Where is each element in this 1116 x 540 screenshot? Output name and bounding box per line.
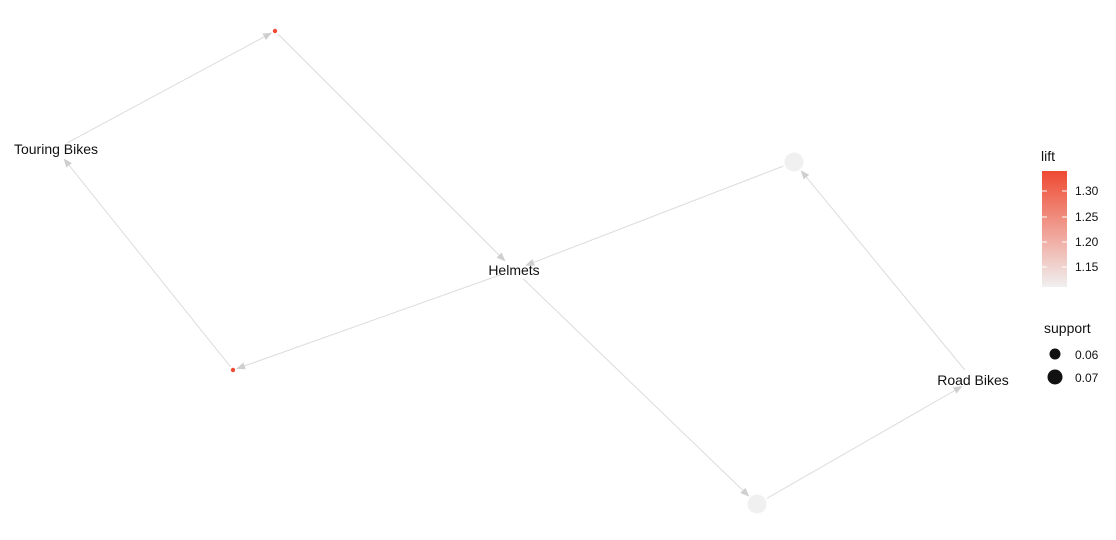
lift-colorbar — [1042, 171, 1067, 287]
rule-node-r1 — [272, 28, 278, 34]
edge-helmets-to-r4 — [523, 278, 750, 497]
item-node-road-bikes-label: Road Bikes — [937, 372, 1009, 388]
support-legend: support 0.06 0.07 — [1044, 320, 1099, 385]
edges — [63, 32, 966, 499]
edge-helmets-to-r2 — [236, 273, 502, 370]
edge-r2-to-touring — [63, 158, 231, 368]
lift-tick-label: 1.20 — [1075, 235, 1099, 249]
rule-node-r4 — [747, 494, 767, 514]
edge-r3-to-helmets — [525, 165, 784, 266]
support-legend-key-small — [1049, 348, 1061, 360]
lift-tick-label: 1.15 — [1075, 260, 1099, 274]
lift-tick-marks — [1042, 190, 1067, 268]
support-legend-key-large — [1047, 369, 1063, 385]
edge-r4-to-road — [766, 386, 963, 499]
rule-node-r2 — [230, 367, 236, 373]
lift-legend: lift 1.30 1.25 1.20 1.15 — [1041, 148, 1099, 287]
edge-r1-to-helmets — [277, 33, 506, 262]
rule-node-r3 — [784, 152, 804, 172]
edge-road-to-r3 — [800, 170, 966, 371]
lift-legend-title: lift — [1041, 148, 1055, 164]
item-node-helmets-label: Helmets — [488, 262, 539, 278]
edge-touring-to-r1 — [67, 32, 273, 144]
rule-nodes — [230, 28, 804, 514]
lift-tick-label: 1.25 — [1075, 210, 1099, 224]
lift-tick-label: 1.30 — [1075, 184, 1099, 198]
support-legend-label: 0.07 — [1075, 371, 1099, 385]
support-legend-title: support — [1044, 320, 1091, 336]
support-legend-label: 0.06 — [1075, 348, 1099, 362]
item-node-touring-bikes-label: Touring Bikes — [14, 141, 98, 157]
